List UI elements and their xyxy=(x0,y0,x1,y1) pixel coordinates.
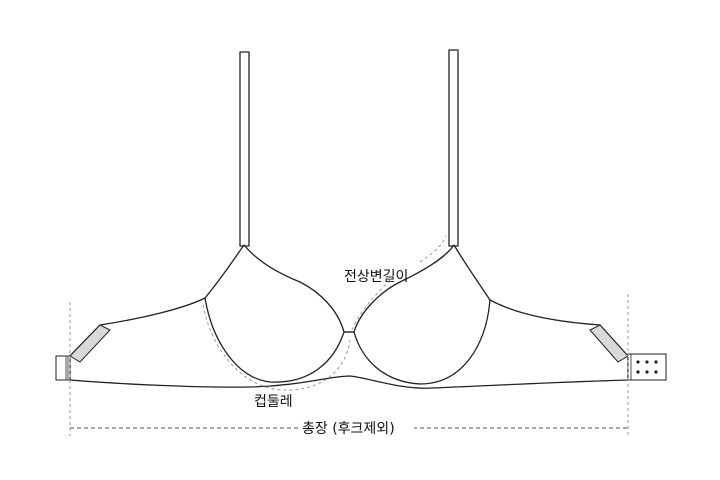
hook-eye-dots xyxy=(636,360,658,374)
strap-seam-guide-upper xyxy=(419,235,447,263)
cup-circumference-label: 컵둘레 xyxy=(254,394,293,410)
left-strap xyxy=(239,51,250,247)
left-cup-seam xyxy=(204,297,345,383)
right-hook-eye xyxy=(627,353,667,381)
total-length-label: 총장 (후크제외) xyxy=(302,421,395,437)
total-length-label-bg xyxy=(298,417,414,439)
left-side-pad xyxy=(69,324,111,363)
strap-seam-guide xyxy=(351,277,393,331)
left-hook-hatching xyxy=(65,356,69,380)
bra-body-outline xyxy=(69,244,629,389)
right-cup-seam xyxy=(353,299,491,385)
strap-seam-length-label: 전상변길이 xyxy=(344,269,408,285)
right-side-pad xyxy=(589,324,629,363)
right-strap xyxy=(448,49,459,247)
